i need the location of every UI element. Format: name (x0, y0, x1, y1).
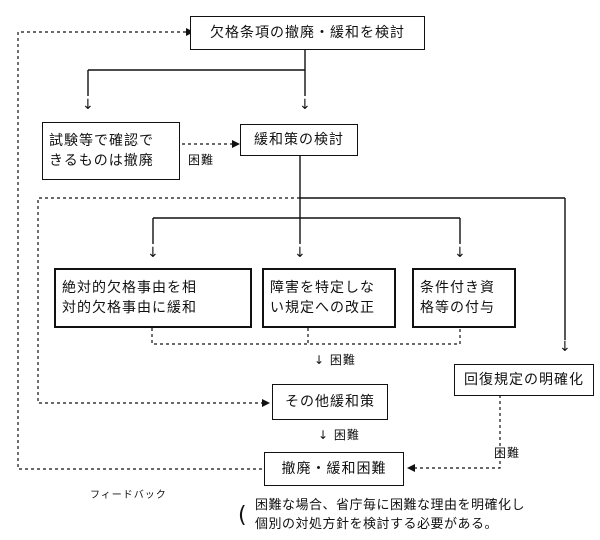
other-measures-text: その他緩和策 (285, 394, 375, 410)
review-abolition-text: 欠格条項の撤廃・緩和を検討 (210, 25, 405, 41)
difficulty-note: 困難な場合、省庁毎に困難な理由を明確化し 個別の対処方針を検討する必要がある。 (255, 496, 595, 534)
absolute-to-relative-line2: 対的欠格事由に緩和 (62, 300, 197, 316)
absolute-to-relative-box: 絶対的欠格事由を相 対的欠格事由に緩和 (54, 268, 252, 328)
arrow-down-icon: ↓ (82, 97, 94, 113)
arrow-down-icon: ↓ (147, 245, 159, 261)
conditional-qualification-box: 条件付き資 格等の付与 (412, 268, 516, 328)
abolition-difficult-text: 撤廃・緩和困難 (281, 461, 387, 477)
recovery-clarification-text: 回復規定の明確化 (464, 372, 584, 388)
conditional-qualification-line2: 格等の付与 (420, 300, 495, 316)
other-measures-box: その他緩和策 (272, 384, 388, 420)
difficult-label-recovery: 困難 (494, 446, 521, 460)
arrow-down-icon: ↓ (454, 245, 466, 261)
no-disability-spec-line1: 障害を特定しな (270, 280, 375, 296)
review-abolition-box: 欠格条項の撤廃・緩和を検討 (190, 16, 425, 50)
confirm-by-exam-line2: きるものは撤廃 (49, 153, 154, 169)
difficult-label-other: ↓ 困難 (318, 428, 360, 442)
arrow-down-icon: ↓ (559, 339, 571, 355)
difficult-label-bracket: ↓ 困難 (314, 353, 356, 367)
confirm-by-exam-line1: 試験等で確認で (49, 133, 154, 149)
abolition-difficult-box: 撤廃・緩和困難 (264, 452, 404, 486)
no-disability-spec-line2: い規定への改正 (270, 300, 375, 316)
recovery-clarification-box: 回復規定の明確化 (454, 364, 594, 396)
arrow-down-icon: ↓ (299, 97, 311, 113)
confirm-by-exam-box: 試験等で確認で きるものは撤廃 (42, 122, 180, 180)
feedback-label: フィードバック (90, 490, 167, 501)
review-relaxation-text: 緩和策の検討 (254, 132, 344, 148)
conditional-qualification-line1: 条件付き資 (420, 280, 495, 296)
no-disability-spec-box: 障害を特定しな い規定への改正 (262, 268, 396, 328)
arrow-down-icon: ↓ (294, 245, 306, 261)
difficult-label-top: 困難 (188, 153, 215, 167)
note-line2: 個別の対処方針を検討する必要がある。 (255, 517, 499, 532)
absolute-to-relative-line1: 絶対的欠格事由を相 (62, 280, 197, 296)
note-brace-icon: ( (238, 503, 247, 528)
review-relaxation-box: 緩和策の検討 (240, 124, 358, 156)
note-line1: 困難な場合、省庁毎に困難な理由を明確化し (255, 498, 526, 513)
